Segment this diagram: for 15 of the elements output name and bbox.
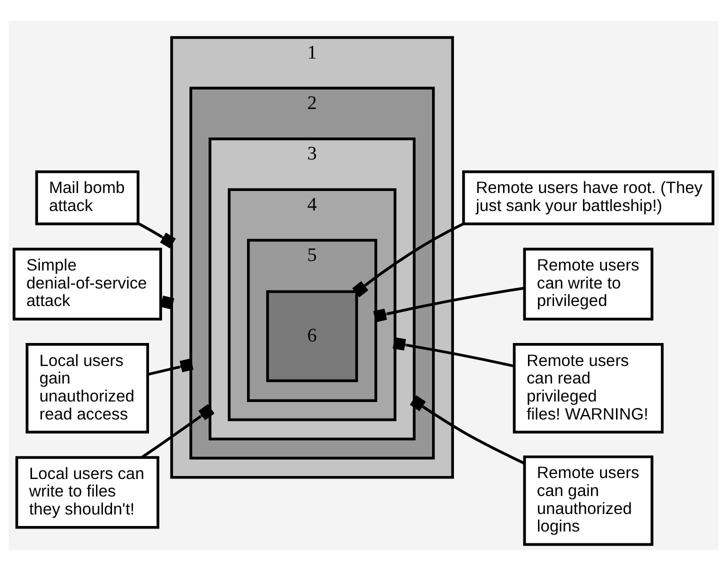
connector [352,222,464,297]
node-box: Remote users can read privileged files! WARNING! [512,342,664,433]
connector [138,222,176,248]
node-box: Remote users have root. (They just sank your battleship!) [462,170,714,225]
connector [148,358,194,376]
node-box: Remote users can write to privileged [523,247,654,320]
connector [392,336,514,367]
node-box: Local users can write to files they shouldn't! [15,456,160,528]
connector [373,286,525,322]
node-box: Local users gain unauthorized read access [26,342,150,433]
node-box: Remote users can gain unauthorized logins [523,454,654,546]
node-box: Mail bomb attack [35,170,140,225]
connector [410,394,525,464]
node-box: 6 [266,290,358,382]
connector [141,404,214,458]
